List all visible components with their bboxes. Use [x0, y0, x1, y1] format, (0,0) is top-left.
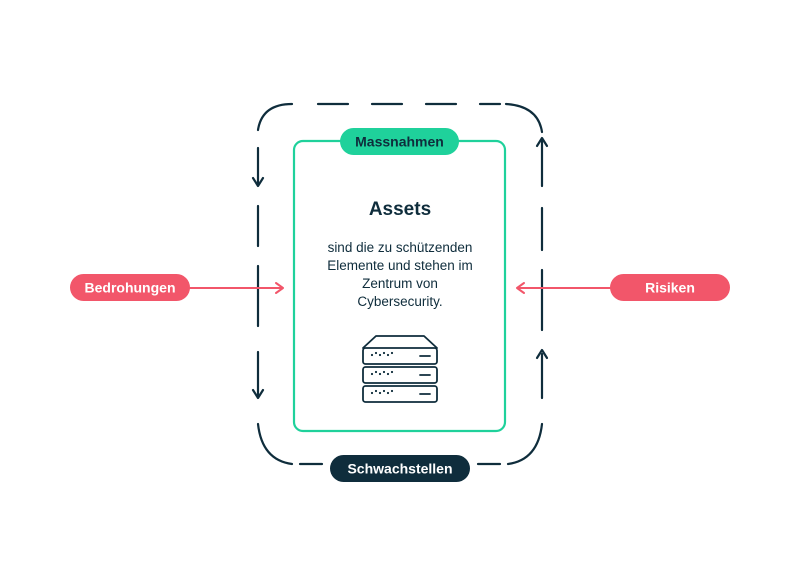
arrow-right-icon — [275, 282, 284, 294]
description-line: Zentrum von — [362, 276, 438, 291]
outer-top-left-corner — [256, 102, 294, 132]
outer-bottom-left-corner — [256, 422, 294, 466]
description-line: Elemente und stehen im — [327, 258, 473, 273]
outer-top-right-corner — [504, 102, 544, 134]
description-line: sind die zu schützenden — [328, 240, 473, 255]
arrow-up-icon — [535, 136, 549, 148]
server-stack-icon — [362, 335, 438, 403]
schwachstellen-pill: Schwachstellen — [330, 455, 470, 482]
massnahmen-label: Massnahmen — [355, 134, 444, 150]
outer-bottom-right-corner — [506, 422, 544, 466]
risiken-label: Risiken — [645, 280, 695, 296]
assets-title: Assets — [369, 199, 431, 220]
outer-cycle — [256, 102, 544, 466]
bedrohungen-label: Bedrohungen — [85, 280, 176, 296]
description-line: Cybersecurity. — [357, 294, 442, 309]
schwachstellen-label: Schwachstellen — [347, 461, 452, 477]
massnahmen-pill: Massnahmen — [340, 128, 459, 155]
bedrohungen-pill: Bedrohungen — [70, 274, 190, 301]
arrow-down-icon — [251, 388, 265, 400]
incoming-arrows — [189, 282, 611, 294]
cycle-arrowheads — [251, 136, 549, 400]
arrow-down-icon — [251, 176, 265, 188]
assets-description: sind die zu schützenden Elemente und ste… — [327, 240, 473, 309]
arrow-up-icon — [535, 348, 549, 360]
arrow-left-icon — [516, 282, 525, 294]
risiken-pill: Risiken — [610, 274, 730, 301]
